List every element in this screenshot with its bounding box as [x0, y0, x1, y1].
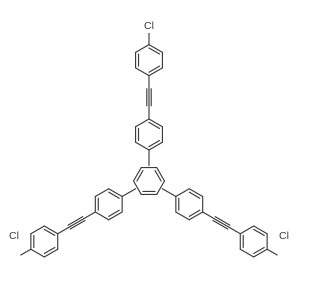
left-alkyne-triple [68, 218, 85, 228]
right-alkyne-single [202, 211, 215, 220]
left-chlorophenyl-ring-bond [43, 225, 59, 235]
right-alkyne-triple [214, 216, 231, 226]
bond-layer [20, 32, 278, 258]
top-phenyl-ring-bond [148, 118, 163, 128]
left-phenyl-ring-double-bond [108, 209, 120, 217]
cl-right-mask [274, 229, 294, 243]
right-phenyl-ring-bond [188, 188, 204, 198]
top-chlorophenyl-ring-bond [148, 67, 163, 77]
cl-left-label: Cl [9, 230, 19, 242]
central-ring-double-bond [154, 169, 162, 182]
top-phenyl-ring-bond [135, 141, 150, 151]
right-chlorophenyl-ring-bond [253, 248, 268, 258]
left-phenyl-ring-bond [94, 188, 110, 198]
right-chlorophenyl-ring-double-bond [253, 246, 265, 255]
right-phenyl-ring-bond [175, 188, 190, 198]
left-alkyne-single [83, 211, 96, 220]
atom-label-layer: Cl Cl Cl [4, 19, 294, 243]
left-chlorophenyl-ring-bond [30, 225, 45, 235]
right-chlorophenyl-ring-bond [253, 225, 268, 235]
left-chlorophenyl-ring-double-bond [43, 228, 56, 236]
right-chlorophenyl-ring-bond [239, 225, 255, 235]
left-alkyne-triple [69, 219, 86, 230]
right-alkyne-single [228, 226, 241, 235]
left-phenyl-ring-bond [94, 211, 110, 221]
right-phenyl-ring-bond [188, 211, 204, 221]
central-ring-bond [132, 167, 142, 182]
molecule-drawing: Cl Cl Cl [4, 19, 294, 258]
left-alkyne-single [57, 226, 70, 235]
top-chlorophenyl-ring-double-bond [148, 47, 161, 55]
right-alkyne-triple [212, 219, 229, 230]
left-alkyne-triple [67, 216, 84, 226]
top-chlorophenyl-ring-double-bond [148, 65, 161, 73]
left-phenyl-ring-double-bond [108, 191, 120, 199]
right-chlorophenyl-ring-bond [239, 248, 255, 258]
top-chlorophenyl-ring-bond [148, 44, 163, 53]
top-phenyl-ring-bond [148, 141, 163, 151]
central-ring-bond [156, 180, 166, 195]
left-aryl-bond [121, 188, 137, 198]
top-phenyl-ring-bond [135, 118, 150, 128]
top-chlorophenyl-ring-bond [135, 44, 150, 53]
right-phenyl-ring-double-bond [188, 209, 201, 217]
right-alkyne-triple [213, 218, 230, 228]
left-chlorophenyl-ring-double-bond [43, 246, 56, 255]
structure-diagram: Cl Cl Cl [4, 19, 294, 258]
top-phenyl-ring-double-bond [148, 121, 161, 130]
central-ring-bond [156, 167, 166, 182]
left-c-cl-bond [20, 248, 32, 256]
cl-top-mask [139, 19, 159, 33]
left-phenyl-ring-bond [108, 211, 123, 221]
right-phenyl-ring-bond [175, 211, 190, 221]
central-ring-double-bond [136, 169, 144, 182]
right-c-cl-bond [266, 248, 278, 256]
left-chlorophenyl-ring-bond [43, 248, 59, 258]
right-aryl-bond [161, 188, 177, 198]
cl-left-mask [4, 229, 24, 243]
central-ring-bond [132, 180, 142, 195]
top-phenyl-ring-double-bond [148, 139, 161, 148]
top-chlorophenyl-ring-bond [135, 67, 150, 77]
left-phenyl-ring-bond [108, 188, 123, 198]
right-chlorophenyl-ring-double-bond [253, 228, 265, 236]
cl-right-label: Cl [279, 230, 289, 242]
left-chlorophenyl-ring-bond [30, 248, 45, 258]
cl-top-label: Cl [144, 20, 154, 32]
right-phenyl-ring-double-bond [188, 191, 201, 199]
